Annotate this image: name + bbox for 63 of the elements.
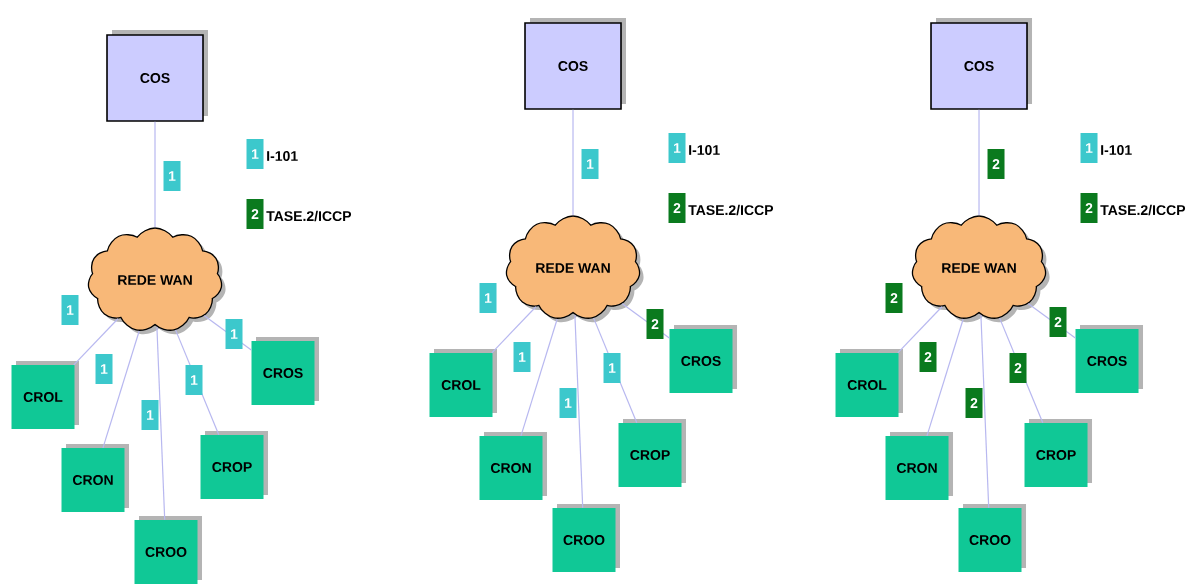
legend-number: 2 <box>673 203 681 213</box>
connector-line <box>491 306 537 354</box>
station-box: COS <box>524 18 626 110</box>
connector-line <box>154 121 156 228</box>
station-box: COS <box>930 18 1032 110</box>
edge-label: 2 <box>885 283 903 313</box>
edge-label: 2 <box>1049 307 1067 337</box>
legend-text: I-101 <box>1101 145 1132 155</box>
legend-number: 1 <box>1086 143 1093 153</box>
station-box: CRON <box>479 432 547 500</box>
connector-line <box>926 318 964 437</box>
station-box: CROL <box>429 349 497 417</box>
edge-label: 1 <box>141 400 159 430</box>
connector-line <box>520 318 558 437</box>
legend-text: TASE.2/ICCP <box>1100 204 1186 216</box>
edge-label: 2 <box>965 388 983 418</box>
legend-number: 2 <box>1085 203 1093 213</box>
edge-label: 1 <box>163 161 181 191</box>
legend-text: I-101 <box>267 151 298 161</box>
station-box: CROP <box>200 431 268 499</box>
network-cloud: REDE WAN <box>505 215 644 323</box>
station-box: CROO <box>958 504 1026 572</box>
network-cloud: REDE WAN <box>87 227 226 335</box>
edge-label: 1 <box>61 295 79 325</box>
edge-label: 1 <box>225 319 243 349</box>
connector-line <box>102 330 140 449</box>
station-box: CROS <box>1075 325 1143 393</box>
edge-label: 1 <box>479 283 497 313</box>
edge-label: 1 <box>95 354 113 384</box>
station-box: CROL <box>835 349 903 417</box>
edge-label: 1 <box>581 149 599 179</box>
edge-label: 2 <box>987 149 1005 179</box>
edge-label: 1 <box>185 365 203 395</box>
legend-number: 1 <box>674 143 681 153</box>
edge-label: 1 <box>513 342 531 372</box>
station-box: CROO <box>552 504 620 572</box>
station-box: COS <box>106 30 208 122</box>
legend-number: 1 <box>252 149 259 159</box>
edge-label: 2 <box>919 342 937 372</box>
legend-text: TASE.2/ICCP <box>688 204 774 216</box>
legend-text: TASE.2/ICCP <box>266 210 352 222</box>
connector-line <box>980 314 990 509</box>
station-box: CRON <box>61 444 129 512</box>
station-box: CROO <box>134 516 202 584</box>
network-cloud: REDE WAN <box>911 215 1050 323</box>
legend-number: 2 <box>251 209 259 219</box>
station-box: CROS <box>669 325 737 393</box>
station-box: CROP <box>1024 419 1092 487</box>
connector-line <box>156 326 166 521</box>
station-box: CROP <box>618 419 686 487</box>
edge-label: 1 <box>559 388 577 418</box>
edge-label: 2 <box>1009 353 1027 383</box>
edge-label: 2 <box>646 309 664 339</box>
legend-text: I-101 <box>689 145 720 155</box>
station-box: CROL <box>11 361 79 429</box>
connector-line <box>73 318 119 366</box>
station-box: CRON <box>885 432 953 500</box>
connector-line <box>574 314 584 509</box>
station-box: CROS <box>251 337 319 405</box>
edge-label: 1 <box>603 353 621 383</box>
connector-line <box>572 109 574 216</box>
connector-line <box>897 306 943 354</box>
connector-line <box>978 109 980 216</box>
